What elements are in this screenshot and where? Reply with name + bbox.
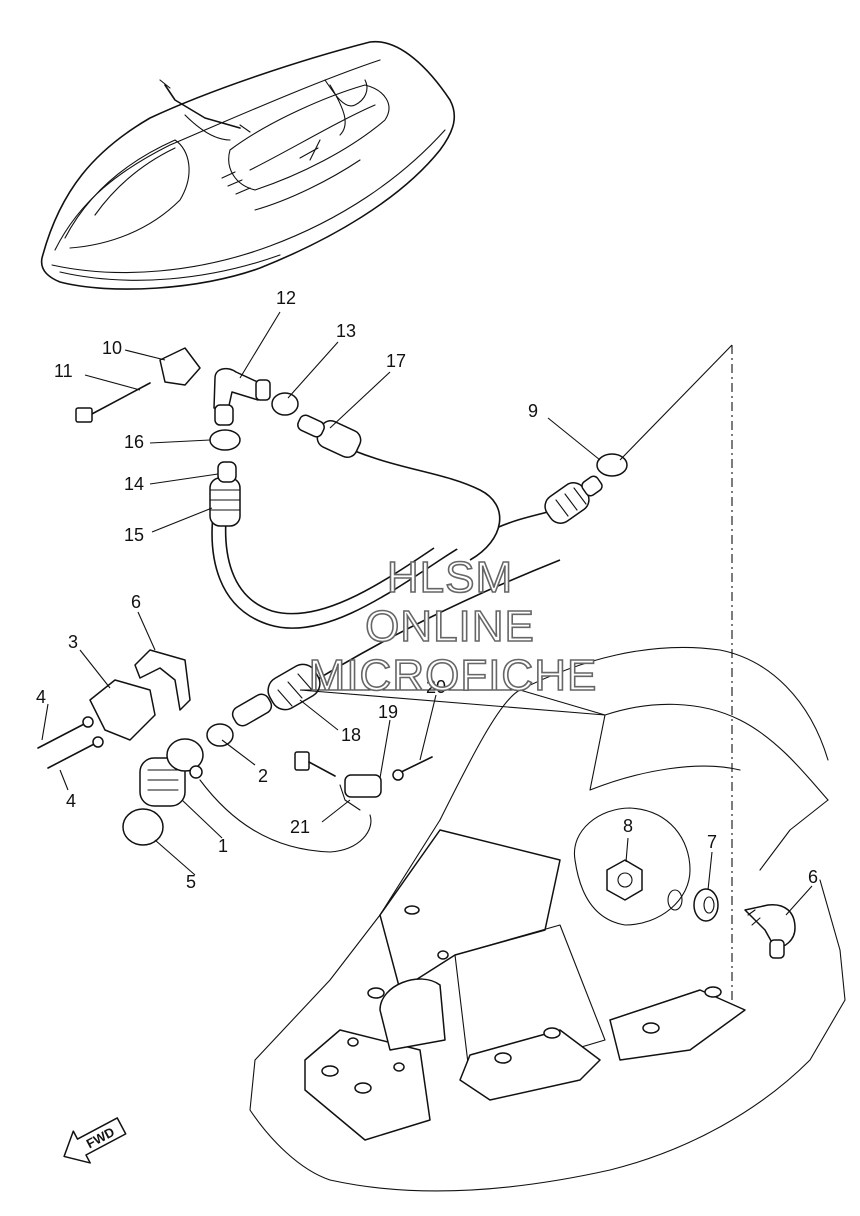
part-5-bracket — [134, 649, 191, 711]
callout-6: 5 — [186, 872, 196, 892]
callout-10: 9 — [528, 401, 538, 421]
hull-bolt-bosses — [321, 905, 722, 1094]
watermark-line-3: MICROFICHE — [309, 651, 598, 700]
callout-11: 10 — [102, 338, 122, 358]
callout-12: 11 — [54, 361, 73, 381]
part-10-clamp — [596, 453, 628, 477]
leader-lines — [41, 311, 813, 916]
callout-15: 14 — [124, 474, 144, 494]
part-2-clamp — [206, 723, 234, 747]
callout-14: 13 — [336, 321, 356, 341]
hull-bed-illustration — [249, 646, 846, 1192]
part-14-clamp — [271, 392, 299, 416]
part-12-cable-tie — [75, 382, 151, 423]
watercraft-illustration — [40, 40, 456, 290]
bellows-16 — [209, 461, 241, 527]
watermark: HLSM ONLINE MICROFICHE — [308, 552, 598, 701]
part-13-elbow — [213, 367, 271, 426]
part-17-clamp — [209, 429, 241, 451]
part-1-bilge-pump — [139, 738, 372, 853]
callout-4b: 4 — [66, 791, 76, 811]
callout-1: 1 — [218, 836, 228, 856]
watermark-line-2: ONLINE — [365, 602, 535, 651]
part-9-nut — [606, 859, 643, 901]
callout-21: 20 — [426, 677, 446, 697]
callout-8: 7 — [707, 832, 717, 852]
part-8-washer — [693, 888, 719, 922]
callout-7: 6 — [808, 867, 818, 887]
part-4-screws — [37, 716, 104, 769]
callout-3: 3 — [68, 632, 78, 652]
part-3-mount — [89, 679, 156, 741]
part-21-pin — [392, 756, 433, 781]
callout-13: 12 — [276, 288, 296, 308]
watermark-line-1: HLSM — [387, 553, 513, 602]
callout-labels: 12 13 17 10 11 9 16 14 15 6 3 4 4 2 1 5 … — [36, 288, 818, 892]
hose-18 — [297, 414, 603, 561]
part-8-washer-inner — [703, 896, 715, 914]
callout-18: 17 — [386, 351, 406, 371]
oring-small — [667, 889, 683, 911]
bellows-18-outlet — [544, 475, 603, 524]
callout-19: 18 — [341, 725, 361, 745]
fwd-arrow-icon: FWD — [63, 1117, 127, 1164]
part-11-holder — [159, 347, 201, 386]
hose-19 — [231, 559, 561, 727]
callout-22: 21 — [290, 817, 310, 837]
part-20-22-connector — [294, 751, 382, 811]
part-6-cap — [122, 808, 164, 846]
callout-2: 2 — [258, 766, 268, 786]
part-7-elbow — [744, 904, 796, 959]
callout-16: 15 — [124, 525, 144, 545]
callout-9: 8 — [623, 816, 633, 836]
callout-4a: 4 — [36, 687, 46, 707]
callout-17: 16 — [124, 432, 144, 452]
callout-20: 19 — [378, 702, 398, 722]
callout-5: 6 — [131, 592, 141, 612]
